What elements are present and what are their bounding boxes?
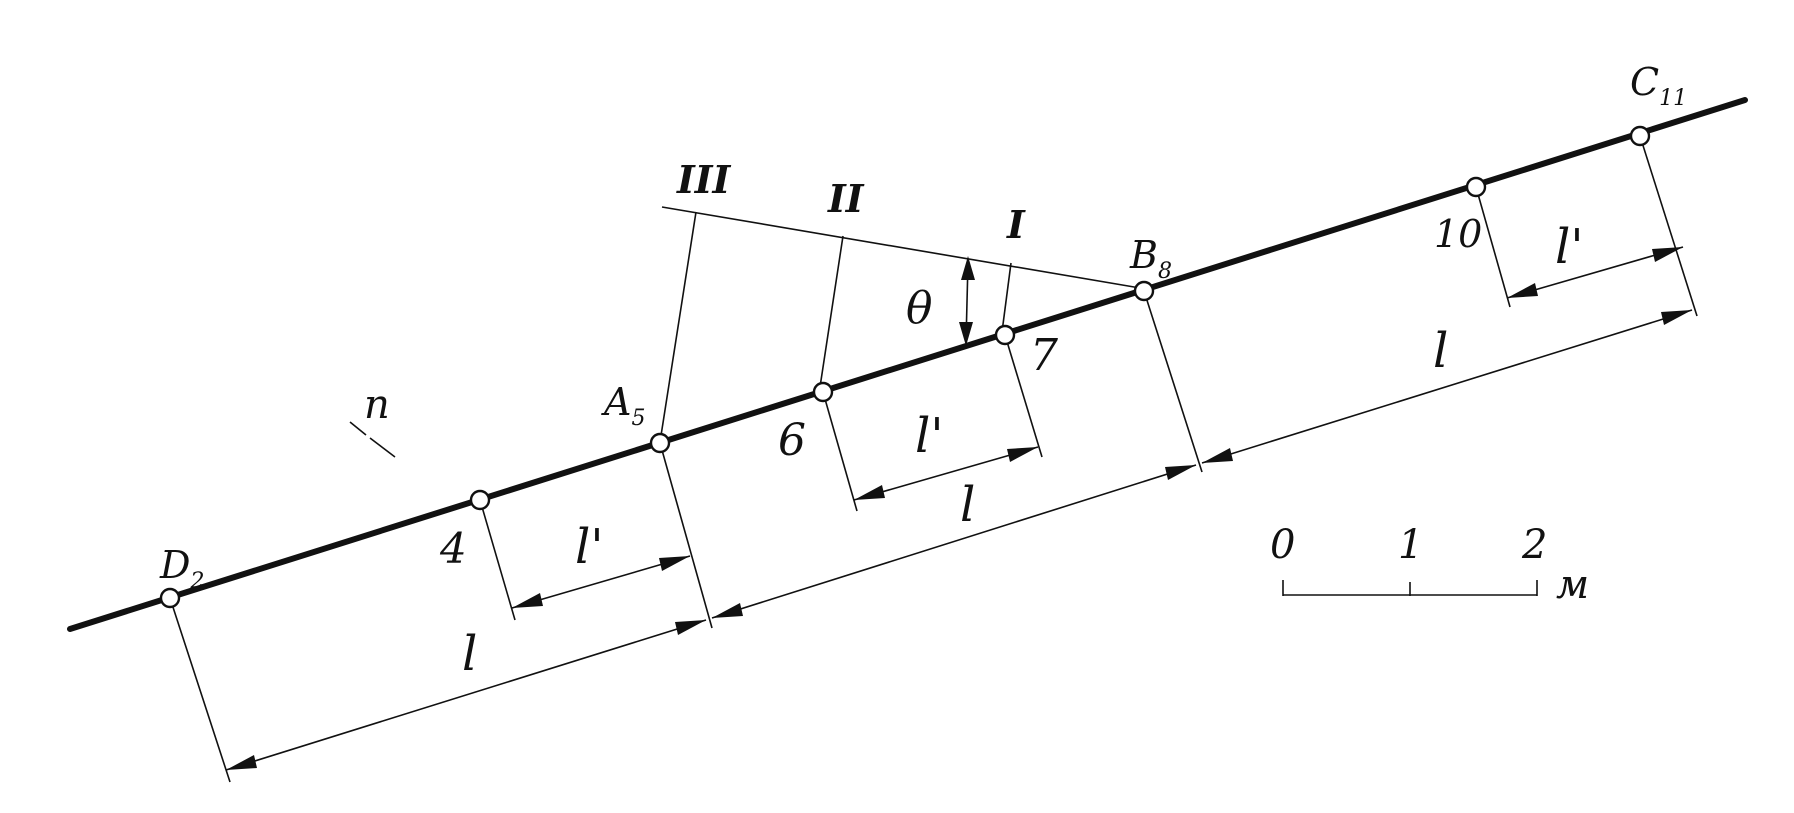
scale-label-1: 1 (1398, 522, 1423, 568)
frame-label-II: II (827, 176, 865, 221)
frame-I-post (1001, 262, 1012, 333)
node-label-10: 10 (1434, 212, 1482, 256)
node-label-B8-main: B (1129, 233, 1158, 277)
line-label-leader (369, 437, 396, 458)
dim-short-1-arrow-right (659, 556, 690, 571)
dim-short-2-arrow-left (854, 485, 885, 500)
dim-long-2-arrow-left (712, 603, 743, 618)
dim-label-short-2: l' (915, 408, 944, 464)
angle-arrow-head-up (961, 256, 975, 280)
dim-long-2 (711, 464, 1197, 619)
ext-line-10 (1475, 186, 1511, 308)
node-label-4: 4 (439, 524, 467, 573)
node-label-A5-sub: 5 (631, 406, 645, 431)
node-label-6: 6 (778, 415, 806, 466)
frame-label-III: III (676, 157, 732, 202)
ext-line-B8 (1143, 290, 1203, 473)
angle-label: θ (906, 283, 933, 334)
dim-label-short-3: l' (1555, 219, 1584, 275)
node-label-C11-main: C (1630, 60, 1659, 104)
line-label-leader-dash (349, 421, 367, 436)
dim-long-1 (225, 619, 707, 771)
dim-label-long-3: l (1433, 323, 1448, 379)
node-7 (994, 324, 1016, 346)
ext-line-7 (1004, 334, 1043, 458)
dim-short-2-arrow-right (1007, 447, 1038, 462)
ext-line-A5 (659, 442, 713, 629)
dim-label-short-1: l' (575, 519, 604, 575)
node-6 (812, 381, 834, 403)
dim-label-long-1: l (462, 626, 477, 682)
line-label-n: n (364, 382, 390, 428)
scale-label-2: 2 (1521, 522, 1547, 568)
dim-long-1-arrow-left (226, 755, 257, 770)
dim-label-long-2: l (960, 477, 975, 533)
frame-III-post (659, 211, 697, 443)
node-label-A5-main: A (601, 380, 631, 424)
node-B8 (1133, 280, 1155, 302)
node-label-D2-main: D (159, 543, 190, 587)
dim-short-3-arrow-right (1652, 247, 1683, 262)
node-D2 (159, 587, 181, 609)
frame-top-line (661, 206, 1141, 289)
dim-long-3-arrow-right (1661, 310, 1692, 325)
node-label-D2-sub: 2 (189, 569, 204, 594)
ext-line-D2 (169, 597, 231, 783)
node-label-A5: A5 (601, 380, 645, 431)
frame-label-I: I (1006, 202, 1026, 247)
node-label-D2: D2 (159, 543, 204, 594)
node-label-C11-sub: 11 (1659, 86, 1687, 111)
dim-short-3-arrow-left (1507, 283, 1538, 298)
angle-arrow-head-down (959, 322, 973, 346)
frame-II-post (819, 235, 844, 388)
node-C11 (1629, 125, 1651, 147)
main-chord-line (67, 97, 1748, 632)
dim-long-3-arrow-left (1202, 448, 1233, 463)
dim-long-3 (1201, 309, 1693, 464)
dim-short-2 (853, 446, 1039, 501)
dim-short-1 (511, 555, 691, 609)
scale-unit: м (1556, 562, 1589, 608)
dim-short-1-arrow-left (512, 593, 543, 608)
ext-line-6 (822, 391, 858, 512)
scale-bar: 0 1 2 м (1270, 522, 1589, 608)
node-label-B8: B8 (1129, 233, 1172, 284)
node-4 (469, 489, 491, 511)
node-label-7: 7 (1030, 330, 1058, 381)
node-label-B8-sub: 8 (1158, 259, 1172, 284)
ext-line-C11 (1639, 135, 1698, 317)
dim-long-1-arrow-right (675, 620, 706, 635)
node-10 (1465, 176, 1487, 198)
node-label-C11: C11 (1630, 60, 1687, 111)
node-A5 (649, 432, 671, 454)
dim-long-2-arrow-right (1165, 465, 1196, 480)
scale-label-0: 0 (1270, 522, 1295, 568)
ext-line-4 (479, 499, 516, 621)
